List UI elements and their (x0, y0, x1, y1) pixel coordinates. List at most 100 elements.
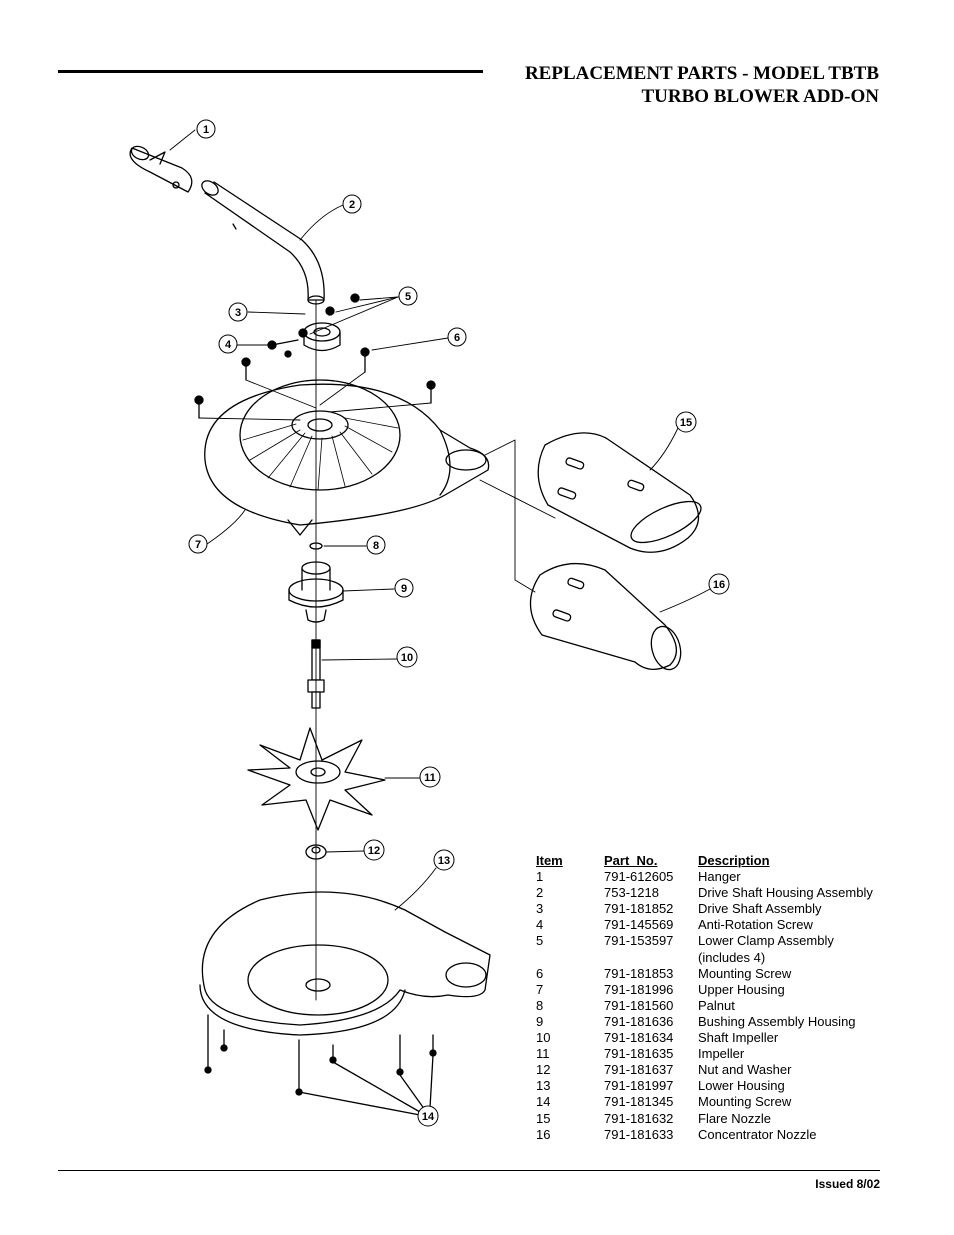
part-no-cell (604, 950, 698, 966)
lower-clamp-part (267, 293, 360, 358)
callouts: 1 2 3 4 5 6 7 8 9 10 11 12 13 14 15 16 (188, 119, 730, 1127)
part-no-cell: 791-181560 (604, 997, 674, 1013)
concentrator-nozzle-part (529, 562, 682, 671)
item-cell: 12 (536, 1062, 551, 1078)
table-row: 8 791-181560 Palnut (536, 998, 898, 1014)
item-cell (536, 950, 604, 966)
item-cell: 13 (536, 1078, 551, 1094)
lower-housing-part (199, 891, 491, 1036)
part-no-cell: 791-181853 (604, 965, 674, 981)
title-line-1: REPLACEMENT PARTS - MODEL TBTB (524, 63, 879, 84)
part-no-cell: 791-153597 (604, 933, 674, 949)
description-cell: Lower Clamp Assembly (698, 933, 834, 949)
flare-nozzle-part (537, 432, 702, 553)
part-no-cell: 791-181345 (604, 1094, 674, 1110)
hanger-part (129, 145, 193, 193)
callout-11: 11 (419, 766, 441, 788)
table-row: 12 791-181637 Nut and Washer (536, 1062, 898, 1078)
description-cell: Anti-Rotation Screw (698, 917, 813, 933)
table-row: 5 791-153597 Lower Clamp Assembly (536, 933, 898, 949)
table-row: 6 791-181853 Mounting Screw (536, 966, 898, 982)
part-no-cell: 791-181637 (604, 1062, 674, 1078)
svg-text:8: 8 (373, 540, 379, 552)
description-cell: Hanger (698, 869, 741, 885)
impeller-part (247, 727, 386, 831)
issued-date: Issued 8/02 (815, 1177, 880, 1191)
item-cell: 1 (536, 869, 544, 885)
upper-housing-vanes (242, 417, 399, 491)
part-no-cell: 791-181634 (604, 1030, 674, 1046)
callout-15: 15 (675, 411, 697, 433)
item-cell: 2 (536, 885, 544, 901)
description-cell: Mounting Screw (698, 965, 792, 981)
leader-lines (169, 129, 711, 1001)
description-cell: Concentrator Nozzle (698, 1126, 817, 1142)
callout-1: 1 (196, 119, 216, 139)
item-cell: 9 (536, 1013, 544, 1029)
item-cell: 11 (536, 1046, 550, 1062)
description-cell: Bushing Assembly Housing (698, 1013, 856, 1029)
part-no-cell: 791-181852 (604, 901, 674, 917)
description-cell: Drive Shaft Assembly (698, 901, 822, 917)
svg-text:15: 15 (680, 417, 692, 429)
table-row: 3 791-181852 Drive Shaft Assembly (536, 901, 898, 917)
description-cell: Palnut (698, 997, 735, 1013)
mounting-screws-6 (194, 347, 436, 419)
item-cell: 10 (536, 1030, 551, 1046)
footer-rule (58, 1170, 880, 1171)
svg-text:11: 11 (424, 772, 436, 784)
item-cell: 8 (536, 997, 544, 1013)
part-no-cell: 791-181636 (604, 1013, 674, 1029)
callout-14: 14 (417, 1105, 439, 1127)
svg-text:1: 1 (203, 124, 209, 136)
svg-text:12: 12 (368, 845, 380, 857)
svg-text:2: 2 (349, 199, 355, 211)
item-cell: 5 (536, 933, 544, 949)
callout-2: 2 (342, 194, 362, 214)
description-cell: Upper Housing (698, 981, 785, 997)
part-no-cell: 791-181633 (604, 1126, 674, 1142)
callout-7: 7 (188, 534, 208, 554)
description-cell: Flare Nozzle (698, 1110, 771, 1126)
table-row: 2 753-1218 Drive Shaft Housing Assembly (536, 885, 898, 901)
callout-9: 9 (394, 578, 414, 598)
part-no-column-header: Part No. (604, 853, 658, 868)
page-title: REPLACEMENT PARTS - MODEL TBTB TURBO BLO… (525, 62, 879, 108)
item-cell: 14 (536, 1094, 551, 1110)
description-cell: Lower Housing (698, 1078, 785, 1094)
callout-13: 13 (433, 849, 455, 871)
description-cell: Shaft Impeller (698, 1030, 779, 1046)
callout-3: 3 (228, 302, 248, 322)
svg-text:4: 4 (225, 339, 232, 351)
svg-text:16: 16 (713, 579, 725, 591)
svg-text:6: 6 (454, 332, 460, 344)
item-cell: 3 (536, 901, 544, 917)
callout-5: 5 (398, 286, 418, 306)
table-row: 9 791-181636 Bushing Assembly Housing (536, 1014, 898, 1030)
callout-6: 6 (447, 327, 467, 347)
callout-12: 12 (363, 839, 385, 861)
description-cell: (includes 4) (698, 949, 766, 965)
item-column-header: Item (536, 853, 563, 868)
description-cell: Nut and Washer (698, 1062, 792, 1078)
description-cell: Drive Shaft Housing Assembly (698, 885, 873, 901)
item-cell: 6 (536, 965, 544, 981)
part-no-cell: 791-181635 (604, 1046, 674, 1062)
svg-text:10: 10 (401, 652, 413, 664)
svg-text:3: 3 (235, 307, 241, 319)
callout-16: 16 (708, 573, 730, 595)
callout-4: 4 (218, 334, 238, 354)
callout-10: 10 (396, 646, 418, 668)
item-cell: 4 (536, 917, 544, 933)
part-no-cell: 753-1218 (604, 885, 659, 901)
part-no-cell: 791-181996 (604, 981, 674, 997)
